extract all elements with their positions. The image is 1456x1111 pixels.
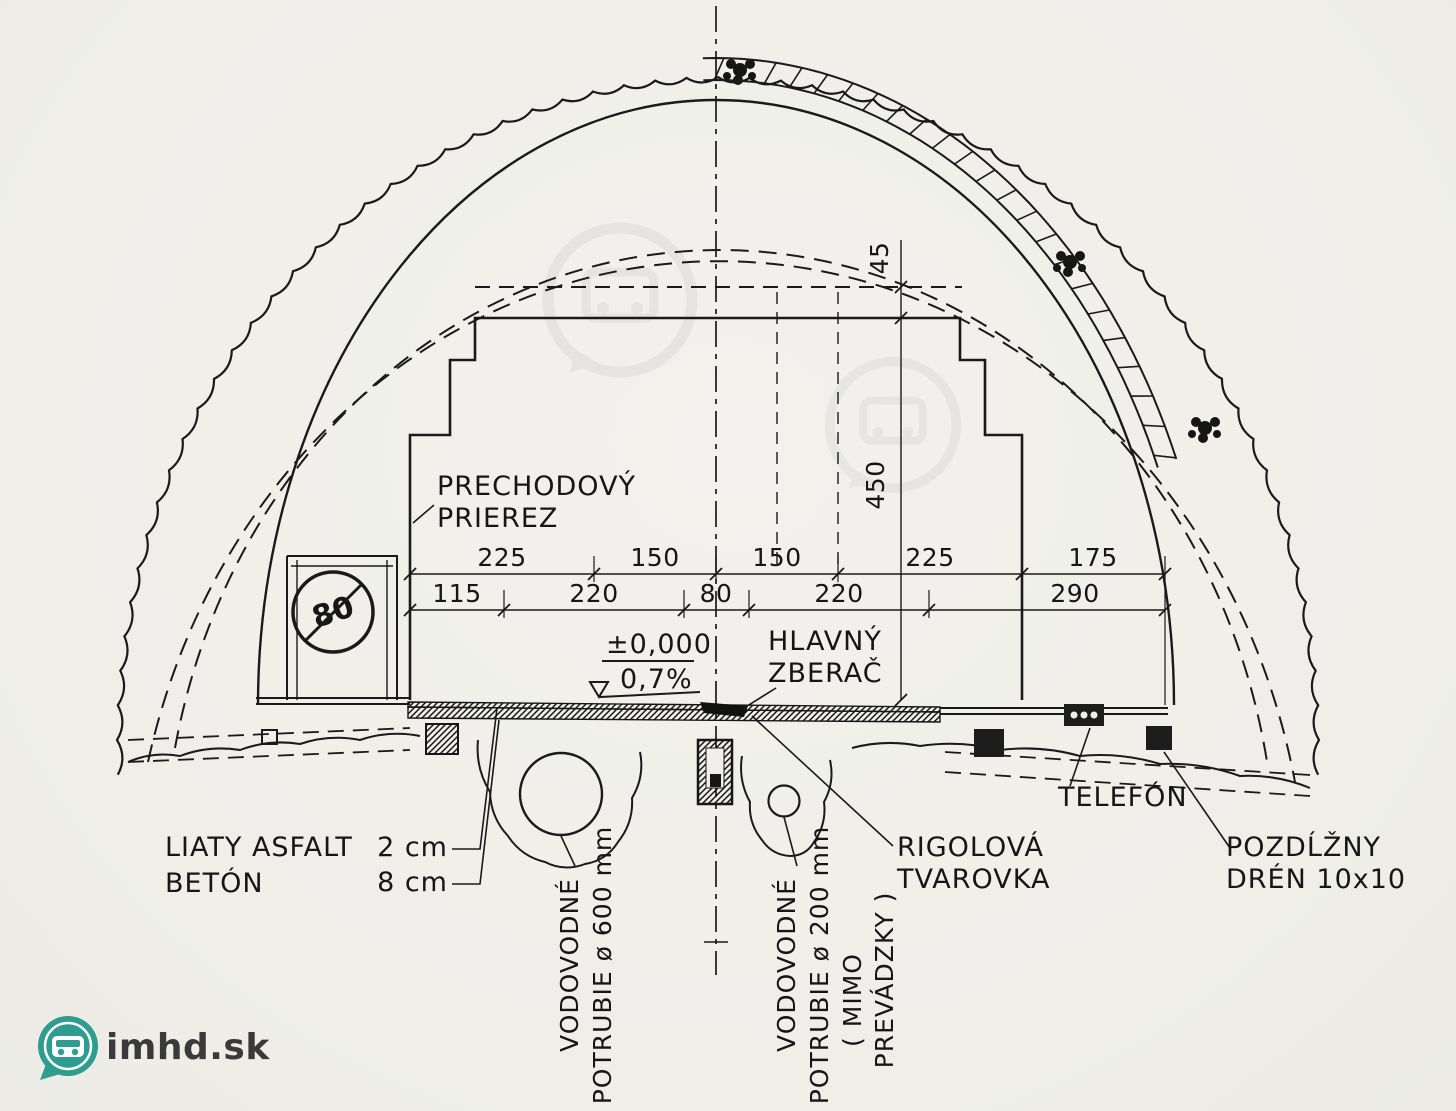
telephone-duct-block bbox=[1064, 704, 1104, 726]
dim-row1-2: 150 bbox=[630, 543, 679, 572]
water-pipe-200 bbox=[767, 784, 801, 818]
subfloor-dashed-left bbox=[127, 727, 411, 763]
label-asphalt-1: LIATY ASFALT bbox=[165, 832, 353, 863]
lining-strip-inner-arc bbox=[703, 78, 1159, 468]
imhd-logo-pin-tail bbox=[40, 1064, 60, 1080]
rock-excavation-line bbox=[115, 75, 1321, 776]
main-collector-shaft bbox=[696, 738, 734, 806]
label-gutter-unit-2: TVAROVKA bbox=[896, 864, 1050, 895]
label-longitudinal-drain-2: DRÉN 10x10 bbox=[1226, 863, 1406, 895]
label-pipe200-4: PREVÁDZKY ) bbox=[870, 892, 899, 1069]
longitudinal-drain-mid bbox=[974, 729, 1004, 757]
label-pipe600-2: POTRUBIE ø 600 mm bbox=[588, 826, 617, 1105]
label-transition-profile-1: PRECHODOVÝ bbox=[437, 470, 636, 502]
dim-row1-5: 175 bbox=[1068, 543, 1117, 572]
label-main-collector-2: ZBERAČ bbox=[768, 657, 883, 689]
transition-profile-outline bbox=[408, 316, 1024, 700]
label-main-collector-1: HLAVNÝ bbox=[768, 625, 882, 657]
watermark-logo-2 bbox=[824, 356, 962, 494]
drain-box-hatched bbox=[425, 723, 459, 755]
level-mark: ±0,000 0,7% bbox=[588, 629, 712, 699]
subfloor-dashed-right bbox=[944, 751, 1311, 797]
imhd-logo-ring bbox=[43, 1021, 93, 1071]
excavation-dashed-outer bbox=[147, 260, 1296, 783]
dim-height-450: 450 bbox=[861, 460, 890, 509]
left-bench-line bbox=[256, 697, 410, 705]
rock-anchor-cluster-low bbox=[1188, 417, 1221, 443]
label-pipe200-3: ( MIMO bbox=[838, 953, 867, 1047]
imhd-logo-vehicle-icon bbox=[52, 1036, 84, 1057]
dim-row2-2: 220 bbox=[569, 579, 618, 608]
dimension-height-ticks bbox=[894, 280, 908, 707]
label-2cm: 2 cm bbox=[377, 832, 448, 863]
label-pipe200-2: POTRUBIE ø 200 mm bbox=[805, 826, 834, 1105]
dim-offset-45: 45 bbox=[865, 242, 894, 275]
dim-row2-5: 290 bbox=[1050, 579, 1099, 608]
dim-row1-3: 150 bbox=[752, 543, 801, 572]
pavement-layers bbox=[407, 701, 941, 723]
dim-row2-4: 220 bbox=[814, 579, 863, 608]
lining-strip-segments bbox=[713, 57, 1176, 459]
excavation-dashed-inner bbox=[174, 249, 1269, 769]
label-pipe200-1: VODOVODNÉ bbox=[772, 878, 801, 1052]
dimension-extension-lines bbox=[409, 556, 1166, 705]
slope-value: 0,7% bbox=[620, 664, 693, 695]
level-value: ±0,000 bbox=[606, 629, 712, 660]
label-longitudinal-drain-1: POZDĹŽNY bbox=[1226, 831, 1381, 863]
pipe-trench-outline-right bbox=[740, 755, 833, 858]
label-asphalt-2: BETÓN bbox=[165, 867, 264, 899]
right-floor-line bbox=[940, 707, 1168, 715]
imhd-logo-text: imhd.sk bbox=[106, 1027, 270, 1068]
label-8cm: 8 cm bbox=[377, 867, 448, 898]
signal-niche bbox=[286, 555, 398, 700]
rock-line-below-floor-left bbox=[127, 732, 421, 763]
gutter-block bbox=[700, 702, 748, 717]
dim-row1-1: 225 bbox=[477, 543, 526, 572]
dim-row1-4: 225 bbox=[905, 543, 954, 572]
speed-limit-sign: 80 bbox=[291, 570, 375, 654]
imhd-logo: imhd.sk bbox=[38, 1016, 270, 1080]
leader-lines bbox=[412, 504, 1231, 885]
water-pipe-600 bbox=[518, 751, 604, 837]
label-telephone: TELEFÓN bbox=[1057, 781, 1188, 813]
label-transition-profile-2: PRIEREZ bbox=[437, 503, 558, 534]
watermark-logo bbox=[542, 222, 698, 378]
dim-row2-3: 80 bbox=[700, 579, 733, 608]
label-pipe600-1: VODOVODNÉ bbox=[555, 878, 584, 1052]
label-gutter-unit-1: RIGOLOVÁ bbox=[897, 831, 1044, 863]
dim-row2-1: 115 bbox=[432, 579, 481, 608]
longitudinal-drain-right bbox=[1146, 726, 1172, 750]
lining-strip-outer-arc bbox=[702, 56, 1178, 460]
small-duct-left bbox=[261, 729, 278, 745]
